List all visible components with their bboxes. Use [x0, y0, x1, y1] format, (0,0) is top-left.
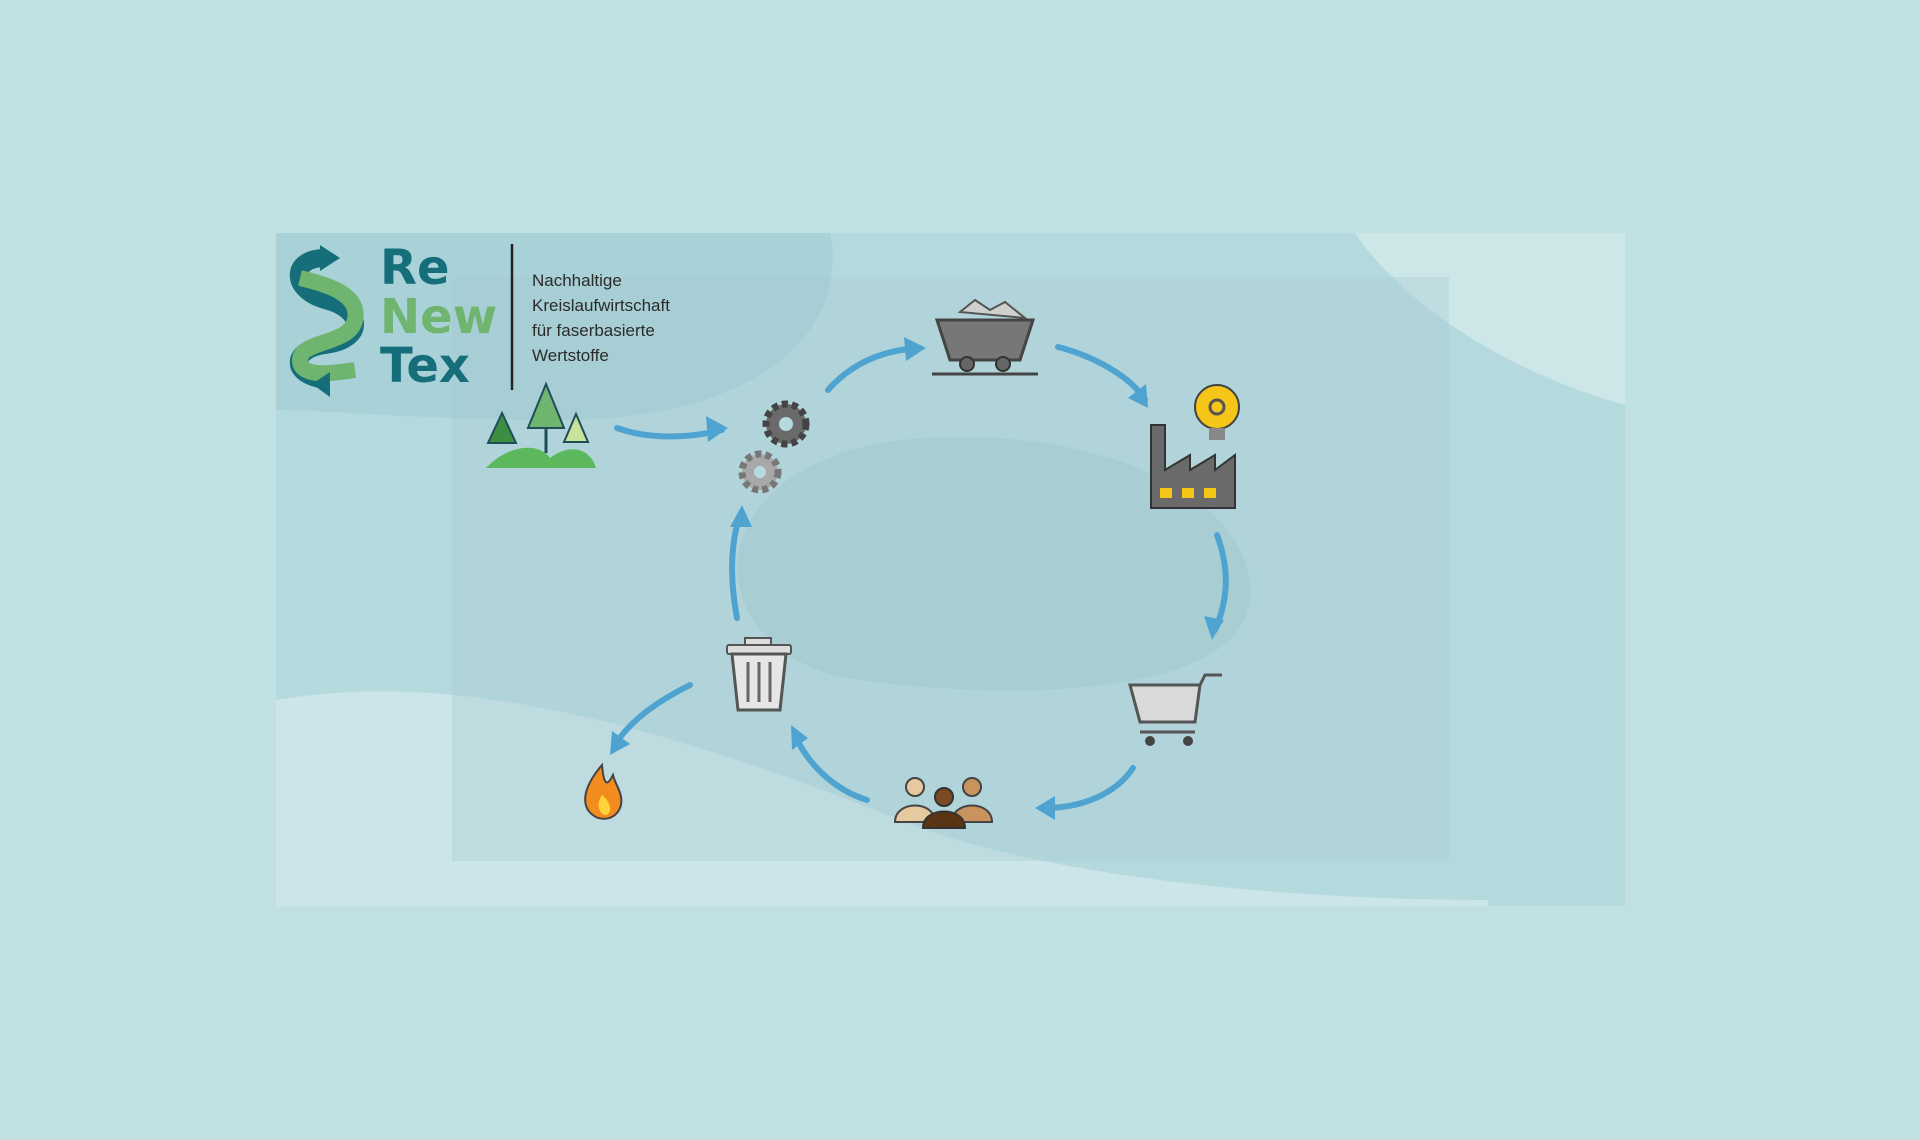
gears-icon: [738, 400, 810, 494]
people-icon: [893, 777, 994, 829]
tagline-line: für faserbasierte: [532, 321, 655, 340]
tagline-line: Wertstoffe: [532, 346, 609, 365]
renewtex-logo-mark: [289, 245, 364, 397]
forest-icon: [486, 381, 596, 468]
trash-can-icon: [726, 637, 792, 712]
tagline-line: Kreislaufwirtschaft: [532, 296, 670, 315]
arrowheads: [610, 337, 1224, 820]
logo-re: Re: [380, 240, 450, 296]
mine-cart-icon: [932, 298, 1038, 376]
logo-new: New: [380, 289, 498, 345]
factory-idea-icon: [1150, 384, 1240, 509]
tagline-line: Nachhaltige: [532, 271, 622, 290]
logo-tagline: Nachhaltige Kreislaufwirtschaft für fase…: [532, 268, 670, 368]
fire-icon: [584, 762, 623, 820]
arrow-5: [1042, 765, 1136, 811]
logo-tex: Tex: [380, 338, 470, 394]
arrow-6: [792, 732, 870, 803]
shopping-cart-icon: [1128, 673, 1222, 746]
